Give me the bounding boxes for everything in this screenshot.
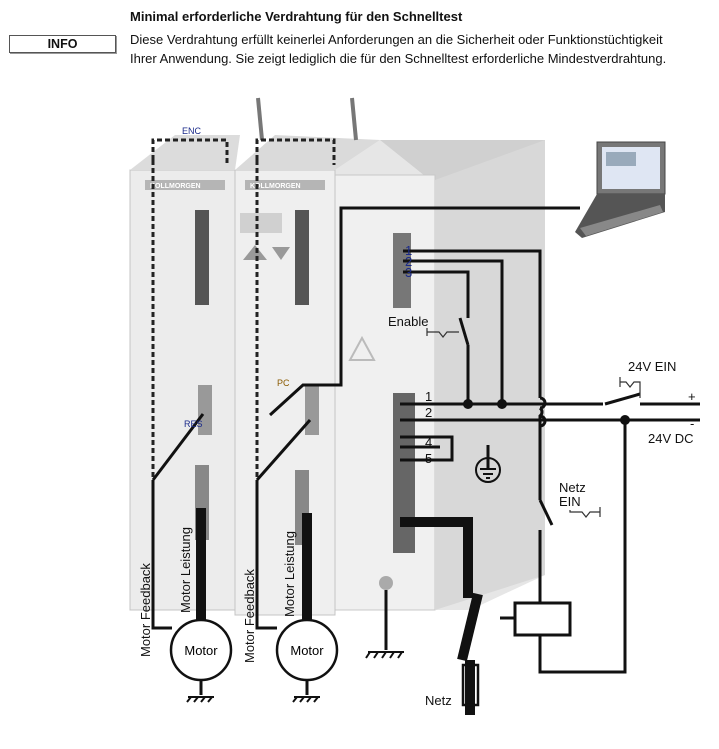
- switch-actuators: [426, 328, 641, 518]
- brand-logo: KOLLMORGEN: [150, 183, 201, 190]
- enc-label: ENC: [182, 126, 202, 136]
- x3-pin-label: 5: [425, 451, 432, 466]
- motor-icon: [275, 618, 339, 682]
- res-label: RES: [184, 419, 203, 429]
- junction-dots: [463, 399, 630, 425]
- mains-switch-label: Netz: [559, 480, 586, 495]
- motor-power-label: Motor Leistung: [178, 527, 193, 613]
- plus-label: +: [688, 389, 696, 404]
- power-cables: [196, 508, 483, 715]
- motor-feedback-label: Motor Feedback: [138, 563, 153, 657]
- info-paragraph: Diese Verdrahtung erfüllt keinerlei Anfo…: [130, 32, 667, 66]
- pc-label: PC: [277, 378, 290, 388]
- info-badge: INFO: [9, 35, 116, 53]
- minus-label: -: [690, 416, 694, 431]
- section-heading: Minimal erforderliche Verdrahtung für de…: [130, 9, 463, 24]
- supply-label: 24V DC: [648, 431, 694, 446]
- servo-amplifier-photo: KOLLMORGEN KOLLMORGEN: [129, 97, 545, 616]
- wiring: [151, 206, 700, 695]
- motor-label: Motor: [290, 643, 324, 658]
- motor-icon: [169, 618, 233, 682]
- x1-pin-label: 3: [405, 265, 412, 280]
- x3-pin-label: 1: [425, 389, 432, 404]
- motors: Motor Motor: [169, 618, 339, 682]
- motor-feedback-label: Motor Feedback: [242, 569, 257, 663]
- mains-label: Netz: [425, 693, 452, 708]
- enable-label: Enable: [388, 314, 428, 329]
- brand-logo: KOLLMORGEN: [250, 183, 301, 190]
- laptop-pc-icon: [575, 141, 666, 238]
- motor-label: Motor: [184, 643, 218, 658]
- ground-symbols: [186, 457, 501, 703]
- x3-pin-label: 2: [425, 405, 432, 420]
- supply-switch-label: 24V EIN: [628, 359, 676, 374]
- protective-earth-icon: [475, 457, 501, 483]
- motor-power-label: Motor Leistung: [282, 531, 297, 617]
- x3-pin-label: 4: [425, 435, 432, 450]
- mains-switch-label: EIN: [559, 494, 581, 509]
- x1-pin-label: 1: [405, 243, 412, 258]
- fuse-icon: [461, 663, 480, 707]
- x1-pin-label: 2: [405, 254, 412, 269]
